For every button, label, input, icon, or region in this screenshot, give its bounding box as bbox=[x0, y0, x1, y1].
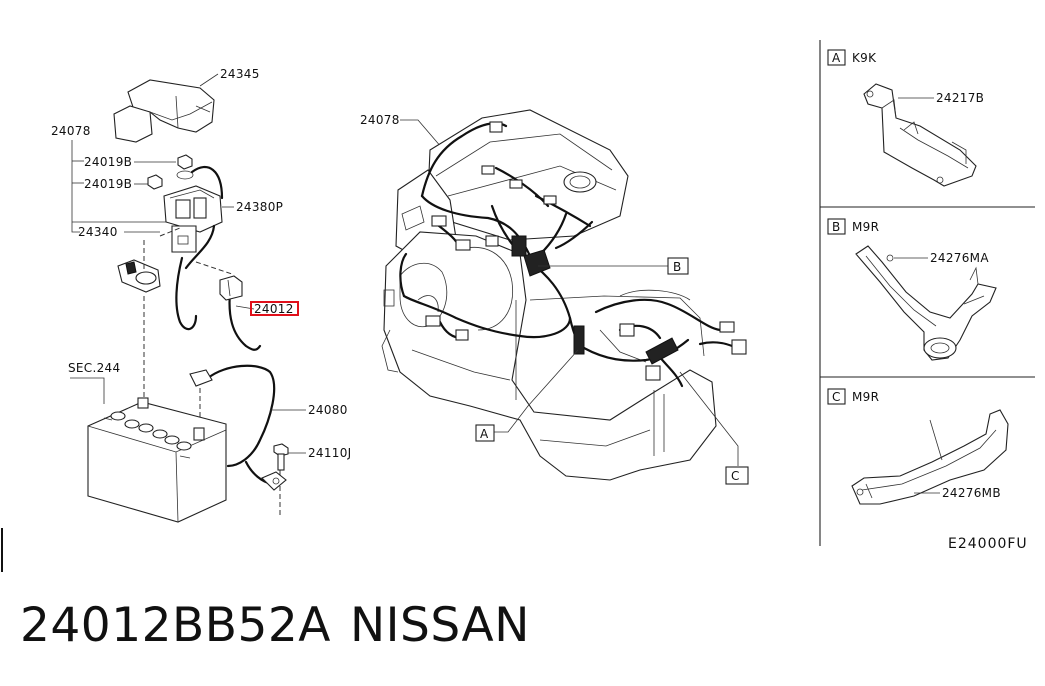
label-24080: 24080 bbox=[308, 403, 348, 417]
callout-c: C bbox=[731, 469, 739, 483]
detail-a-model: K9K bbox=[852, 51, 877, 65]
detail-c-model: M9R bbox=[852, 390, 879, 404]
detail-c-box bbox=[827, 388, 846, 405]
detail-b-part: 24276MA bbox=[930, 251, 989, 265]
label-24019b-a: 24019B bbox=[84, 155, 132, 169]
label-24340: 24340 bbox=[78, 225, 118, 239]
detail-a-part: 24217B bbox=[936, 91, 984, 105]
callout-b: B bbox=[673, 260, 681, 274]
detail-b-letter: B bbox=[832, 220, 840, 234]
bracket-24276ma bbox=[855, 245, 997, 361]
detail-c-part: 24276MB bbox=[942, 486, 1001, 500]
label-24110j: 24110J bbox=[308, 446, 352, 460]
label-24019b-b: 24019B bbox=[84, 177, 132, 191]
brand-name: NISSAN bbox=[350, 598, 530, 653]
fusible-link-holder bbox=[163, 166, 224, 270]
label-24078-left: 24078 bbox=[51, 124, 91, 138]
diagram-code: E24000FU bbox=[948, 536, 1028, 552]
callout-a: A bbox=[480, 427, 489, 441]
detail-a-letter: A bbox=[832, 51, 841, 65]
detail-c-letter: C bbox=[832, 390, 840, 404]
label-24012: 24012 bbox=[254, 302, 294, 316]
detail-b-model: M9R bbox=[852, 220, 879, 234]
callout-b-box bbox=[667, 257, 689, 275]
callout-c-box bbox=[725, 466, 749, 485]
bracket-24276mb bbox=[851, 409, 1009, 505]
ground-cable bbox=[189, 364, 287, 491]
highlight-box bbox=[250, 301, 299, 316]
callout-a-box bbox=[475, 424, 495, 442]
bolt-24110j bbox=[273, 443, 289, 471]
part-number: 24012BB52A bbox=[20, 598, 331, 653]
battery bbox=[87, 397, 227, 523]
label-24380p: 24380P bbox=[236, 200, 283, 214]
detail-a-box bbox=[827, 49, 846, 66]
nut-24019b-top bbox=[176, 154, 194, 180]
engine-connectors bbox=[425, 121, 747, 381]
engine-block bbox=[381, 109, 717, 481]
label-sec244: SEC.244 bbox=[68, 361, 120, 375]
nut-24019b-mid bbox=[147, 174, 163, 190]
connector-24012 bbox=[219, 275, 243, 301]
bracket-24217b bbox=[863, 83, 977, 187]
battery-terminal-cover bbox=[113, 79, 215, 143]
detail-b-box bbox=[827, 218, 846, 235]
label-24345: 24345 bbox=[220, 67, 260, 81]
battery-terminal-clamp bbox=[117, 259, 161, 293]
label-24078-center: 24078 bbox=[360, 113, 400, 127]
